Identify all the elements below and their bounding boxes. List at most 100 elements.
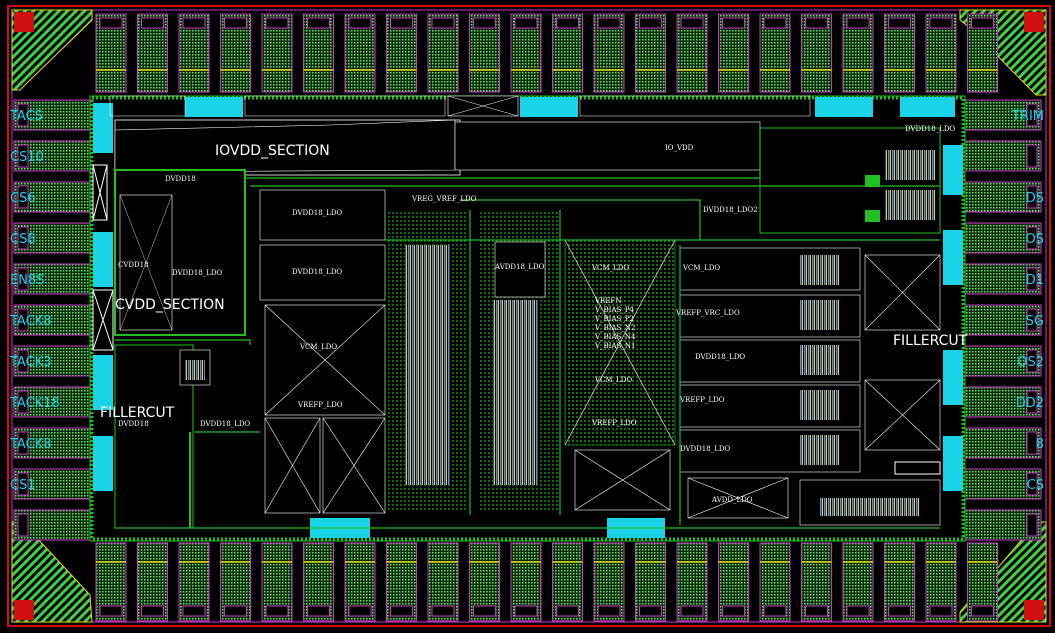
pad-top: [759, 13, 791, 93]
bias-list-item: V_BIAS_N4: [594, 333, 636, 341]
pad-right: [964, 304, 1042, 336]
ldo-block-column-a: [259, 189, 386, 514]
pad-bottom: [344, 542, 376, 622]
pad-left: [13, 140, 91, 172]
pad-top: [552, 13, 583, 93]
pin-label-left: CS8: [10, 232, 36, 247]
pad-top: [842, 13, 874, 93]
block-labels: IO_VDD DVDD18_LDO DVDD18_LDO DVDD18_LDO …: [100, 125, 968, 504]
pad-bottom: [718, 542, 749, 622]
pad-left: [13, 345, 91, 377]
dvdd18-top-label: DVDD18: [165, 175, 196, 183]
pad-bottom: [178, 542, 210, 622]
pad-right: [964, 99, 1042, 131]
io-vdd-label: IO_VDD: [665, 144, 694, 152]
pad-right: [964, 263, 1042, 295]
pad-bottom: [427, 542, 459, 622]
left-io-cells: [92, 164, 114, 351]
pin-label-right: 8: [1036, 437, 1044, 452]
pin-label-left: TACK8: [9, 314, 51, 329]
pad-bottom: [469, 542, 500, 622]
pad-left: [13, 427, 91, 459]
pad-left: [13, 99, 91, 131]
left-lower-block: [114, 344, 211, 529]
pad-top: [220, 13, 251, 93]
metal-field-center: [388, 210, 558, 510]
vrefp-ldo-right-label: VREFP_LDO: [679, 396, 725, 404]
pin-label-right: TRIM: [1011, 109, 1044, 124]
dvdd18-ldo2-label: DVDD18_LDO2: [703, 206, 758, 214]
bias-list-item: V_BIAS_P4: [594, 306, 635, 314]
pin-label-right: OS2: [1017, 355, 1044, 370]
pad-left: [13, 468, 91, 500]
pad-bottom: [510, 542, 542, 622]
pin-label-right: D1: [1026, 273, 1044, 288]
pad-bottom: [635, 542, 666, 622]
pin-label-left: TACS: [9, 109, 43, 124]
vrefp-ldo-label: VREFP_LDO: [297, 401, 343, 409]
pin-label-right: DS: [1026, 191, 1044, 206]
pad-bottom: [386, 542, 417, 622]
bias-list-item: VREFN: [594, 297, 621, 305]
corner-cell-bottom-left: [11, 521, 93, 623]
iovdd-section: IOVDD_SECTION: [114, 119, 461, 176]
pad-top: [801, 13, 832, 93]
pad-right: [964, 509, 1042, 541]
pad-top: [469, 13, 500, 93]
pad-row-top: [95, 13, 998, 93]
pin-label-right: DD2: [1016, 396, 1044, 411]
bias-list: VREFNV_BIAS_P4V_BIAS_P2V_BIAS_N2V_BIAS_N…: [594, 297, 636, 350]
cvdd-section: CVDD_SECTION CVDD18: [114, 169, 246, 336]
pad-left: [13, 222, 91, 254]
top-metal-bus: [109, 95, 811, 171]
upper-right-block: [759, 127, 941, 234]
cvdd18-label: CVDD18: [118, 261, 149, 269]
pad-bottom: [884, 542, 915, 622]
pad-top: [303, 13, 334, 93]
cvdd-section-label: CVDD_SECTION: [115, 297, 225, 313]
fillercut-left-label: FILLERCUT: [100, 405, 175, 421]
vrefp-ldo-label-2: VREFP_LDO: [591, 419, 637, 427]
pad-left: [13, 263, 91, 295]
pad-top: [718, 13, 749, 93]
corner-cell-top-left: [11, 9, 93, 91]
bias-list-item: V_BIAS_P2: [594, 315, 634, 323]
pad-top: [178, 13, 210, 93]
pin-label-right: OS: [1026, 232, 1044, 247]
pad-bottom: [220, 542, 251, 622]
pad-bottom: [925, 542, 957, 622]
pin-label-left: TACK8: [9, 437, 51, 452]
pad-right: [964, 386, 1042, 418]
pin-label-left: EN8S: [10, 273, 44, 288]
pad-column-right: [964, 99, 1042, 541]
pin-label-left: CS1: [10, 478, 36, 493]
pad-column-left: [13, 99, 91, 541]
seal-ring: [11, 9, 1047, 623]
chip-boundary: [7, 5, 1051, 627]
vcm-ldo-label-2: VCM_LDO: [591, 264, 629, 272]
right-ldo-devices: [800, 255, 840, 465]
fillercut-right-label: FILLERCUT: [893, 333, 968, 349]
dvdd18-ldo-label-1: DVDD18_LDO: [292, 209, 342, 217]
dvdd18-ldo-right-label-2: DVDD18_LDO: [680, 445, 730, 453]
cyan-blocks: [93, 97, 963, 538]
pad-top: [427, 13, 459, 93]
pad-right: [964, 140, 1042, 172]
pin-label-left: TACK18: [9, 396, 60, 411]
pad-left: [13, 304, 91, 336]
pad-right: [964, 427, 1042, 459]
dvdd18-ldo-label-4: DVDD18_LDO: [200, 420, 250, 428]
pin-label-right: SG: [1026, 314, 1044, 329]
pad-top: [95, 13, 127, 93]
pin-label-right: CS: [1027, 478, 1044, 493]
pad-bottom: [759, 542, 791, 622]
bias-list-item: V_BIAS_N2: [594, 324, 635, 332]
pad-left: [13, 386, 91, 418]
pin-label-left: CS6: [10, 191, 36, 206]
pad-right: [964, 345, 1042, 377]
pad-top: [137, 13, 168, 93]
pad-bottom: [261, 542, 293, 622]
vreg-ldo-label: VREG_VREF_LDO: [411, 195, 477, 203]
